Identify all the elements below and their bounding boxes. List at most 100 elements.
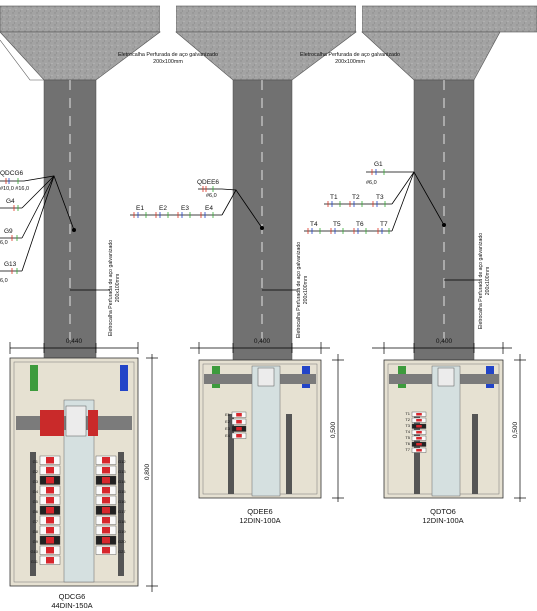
breaker-handle (46, 557, 54, 564)
breaker-handle (236, 434, 242, 438)
breaker-handle (416, 437, 422, 440)
breaker-label: G11 (31, 559, 39, 564)
breaker-handle (416, 413, 422, 416)
svg-text:Eletrocalha Perfurada de aço g: Eletrocalha Perfurada de aço galvanizado (108, 240, 114, 336)
svg-text:E4: E4 (205, 205, 213, 212)
breaker-label: G4 (33, 489, 39, 494)
breaker-handle (416, 419, 422, 422)
breaker-handle (102, 497, 110, 504)
breaker-label: G17 (118, 509, 126, 514)
breaker-handle (46, 487, 54, 494)
breaker-handle (416, 425, 422, 428)
svg-text:QDCG6: QDCG6 (0, 170, 24, 177)
tray-label-vertical-2: Eletrocalha Perfurada de aço galvanizado… (296, 242, 309, 338)
panel-qdcg6-spec: 44DIN-150A (51, 601, 92, 610)
panel-qdcg6-name: QDCG6 (59, 592, 86, 601)
breaker-label: G2 (33, 469, 39, 474)
circuits-right: G1 #6,0 T1 T2 T3 T4 T5 T6 T7 (304, 161, 446, 234)
svg-text:Eletrocalha Perfurada de aço g: Eletrocalha Perfurada de aço galvanizado (478, 233, 484, 329)
svg-text:T3: T3 (376, 194, 384, 201)
svg-text:Eletrocalha Perfurada de aço g: Eletrocalha Perfurada de aço galvanizado (300, 52, 400, 58)
circuits-middle: QDEE6 #6,0 E1 E2 E3 E4 (130, 179, 264, 230)
svg-text:T2: T2 (352, 194, 360, 201)
svg-text:QDEE6: QDEE6 (197, 179, 219, 186)
breaker-handle (46, 527, 54, 534)
breaker-handle (46, 547, 54, 554)
svg-text:Eletrocalha Perfurada de aço g: Eletrocalha Perfurada de aço galvanizado (296, 242, 302, 338)
breaker-label: E4 (225, 433, 231, 438)
breaker-handle (46, 497, 54, 504)
svg-text:Eletrocalha Perfurada de aço g: Eletrocalha Perfurada de aço galvanizado (118, 52, 218, 58)
breaker-handle (46, 467, 54, 474)
dimension-widths (9, 342, 512, 354)
breaker-label: E2 (225, 419, 231, 424)
svg-text:T5: T5 (333, 221, 341, 228)
svg-text:G4: G4 (6, 198, 15, 205)
height-dim-3: 0,500 (512, 421, 519, 438)
breaker-handle (102, 527, 110, 534)
breaker-handle (46, 507, 54, 514)
breaker-label: G18 (118, 519, 126, 524)
breaker-handle (46, 457, 54, 464)
breaker-label: G10 (30, 549, 38, 554)
breaker-label: G3 (33, 479, 39, 484)
breaker-label: E3 (225, 426, 231, 431)
panel-qdto6-spec: 12DIN-100A (422, 516, 463, 525)
svg-text:E1: E1 (136, 205, 144, 212)
breaker-handle (46, 517, 54, 524)
breaker-handle (46, 477, 54, 484)
panel-qdee6-spec: 12DIN-100A (239, 516, 280, 525)
breaker-handle (102, 467, 110, 474)
breaker-label: T7 (405, 447, 410, 452)
svg-text:G1: G1 (374, 161, 383, 168)
breaker-handle (416, 449, 422, 452)
panel-qdee6-name: QDEE6 (247, 507, 272, 516)
circuits-left: QDCG6 #10,0 #16,0 G4 G9 6,0 G13 6,0 (0, 170, 76, 284)
dimension-heights (146, 354, 526, 592)
height-dim-2: 0,500 (330, 421, 337, 438)
svg-text:6,0: 6,0 (0, 240, 8, 246)
breaker-label: E1 (225, 412, 231, 417)
breaker-label: T4 (405, 429, 410, 434)
breaker-handle (416, 443, 422, 446)
breaker-label: G1 (33, 459, 39, 464)
svg-text:T7: T7 (380, 221, 388, 228)
breaker-handle (102, 537, 110, 544)
columns (43, 79, 475, 361)
breaker-label: T5 (405, 435, 410, 440)
svg-text:E3: E3 (181, 205, 189, 212)
svg-text:E2: E2 (159, 205, 167, 212)
svg-text:G9: G9 (4, 228, 13, 235)
breaker-handle (102, 517, 110, 524)
width-dim-3: 0,400 (436, 338, 453, 345)
height-dim-1: 0,800 (144, 463, 151, 480)
svg-text:G13: G13 (4, 261, 17, 268)
breaker-label: G16 (118, 499, 126, 504)
breaker-label: G21 (118, 549, 126, 554)
breaker-label: T3 (405, 423, 410, 428)
width-dim-1: 0,440 (66, 338, 83, 345)
svg-text:T1: T1 (330, 194, 338, 201)
breaker-handle (102, 547, 110, 554)
svg-text:6,0: 6,0 (0, 278, 8, 284)
breaker-handle (102, 487, 110, 494)
breaker-label: G7 (33, 519, 39, 524)
breaker-label: T6 (405, 441, 410, 446)
svg-text:200x100mm: 200x100mm (335, 59, 365, 65)
breaker-handle (236, 420, 242, 424)
breaker-label: G14 (118, 479, 126, 484)
breaker-handle (102, 457, 110, 464)
svg-text:#6,0: #6,0 (366, 180, 377, 186)
breaker-label: G8 (33, 529, 39, 534)
breaker-label: G15 (118, 489, 126, 494)
svg-text:200x100mm: 200x100mm (153, 59, 183, 65)
breaker-handle (236, 427, 242, 431)
concrete-structure (0, 0, 537, 81)
